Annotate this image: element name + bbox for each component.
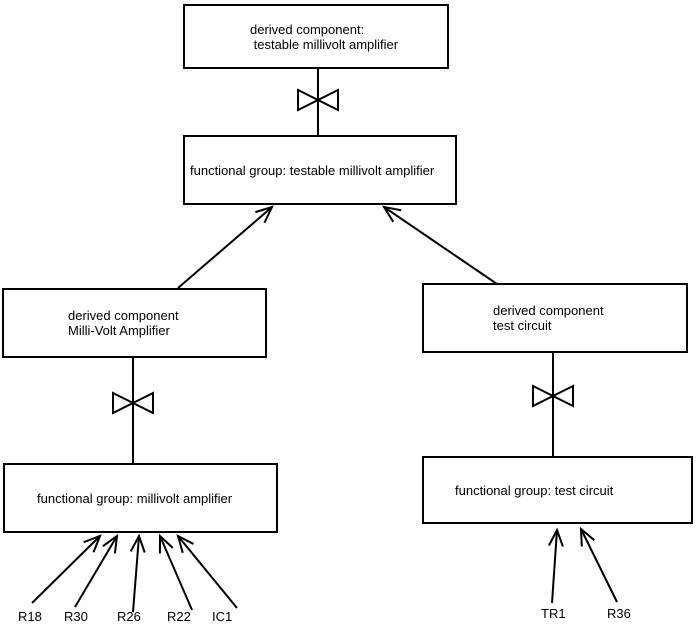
bowtie-icon-left <box>112 391 154 415</box>
bowtie-right-triangle <box>315 88 339 112</box>
node-fg-test-circuit: functional group: test circuit <box>422 456 693 524</box>
node-text-line: derived component: <box>250 21 365 37</box>
arrow-derived-test-to-fg-testable <box>381 205 498 285</box>
component-label-ic1: IC1 <box>212 609 233 624</box>
arrow-r22 <box>158 533 193 611</box>
node-derived-millivolt-amplifier: derived component Milli-Volt Amplifier <box>2 288 267 358</box>
node-text-line: Milli-Volt Amplifier <box>68 323 170 338</box>
bowtie-left-triangle <box>112 391 136 415</box>
bowtie-icon-right <box>532 384 574 408</box>
node-text-line: derived component <box>68 308 179 323</box>
node-fg-millivolt-amplifier: functional group: millivolt amplifier <box>3 463 278 533</box>
component-label-r18: R18 <box>18 609 42 624</box>
node-fg-testable-millivolt-amplifier: functional group: testable millivolt amp… <box>183 135 457 205</box>
arrow-tr1 <box>548 527 564 604</box>
arrow-r30 <box>74 533 119 608</box>
node-text-line: functional group: millivolt amplifier <box>37 490 233 506</box>
node-text-line: functional group: test circuit <box>455 482 614 498</box>
node-derived-testable-millivolt-amplifier: derived component: testable millivolt am… <box>183 4 449 69</box>
arrow-r18 <box>31 534 102 604</box>
node-text-line: testable millivolt amplifier <box>250 36 399 52</box>
arrow-r36 <box>579 526 618 603</box>
bowtie-icon-top <box>297 88 339 112</box>
bowtie-left-triangle <box>532 384 556 408</box>
arrow-ic1 <box>176 534 238 609</box>
component-label-r22: R22 <box>167 609 191 624</box>
bowtie-right-triangle <box>130 391 154 415</box>
node-text-line: test circuit <box>493 318 552 333</box>
node-text-line: derived component <box>493 303 604 318</box>
node-derived-test-circuit: derived component test circuit <box>422 283 688 353</box>
bowtie-left-triangle <box>297 88 321 112</box>
arrow-r26 <box>129 533 146 613</box>
bowtie-right-triangle <box>550 384 574 408</box>
component-label-tr1: TR1 <box>541 606 566 621</box>
component-label-r36: R36 <box>607 606 631 621</box>
arrow-derived-millivolt-to-fg-testable <box>177 205 274 289</box>
node-text-line: functional group: testable millivolt amp… <box>190 162 435 178</box>
component-label-r30: R30 <box>64 609 88 624</box>
component-label-r26: R26 <box>117 609 141 624</box>
